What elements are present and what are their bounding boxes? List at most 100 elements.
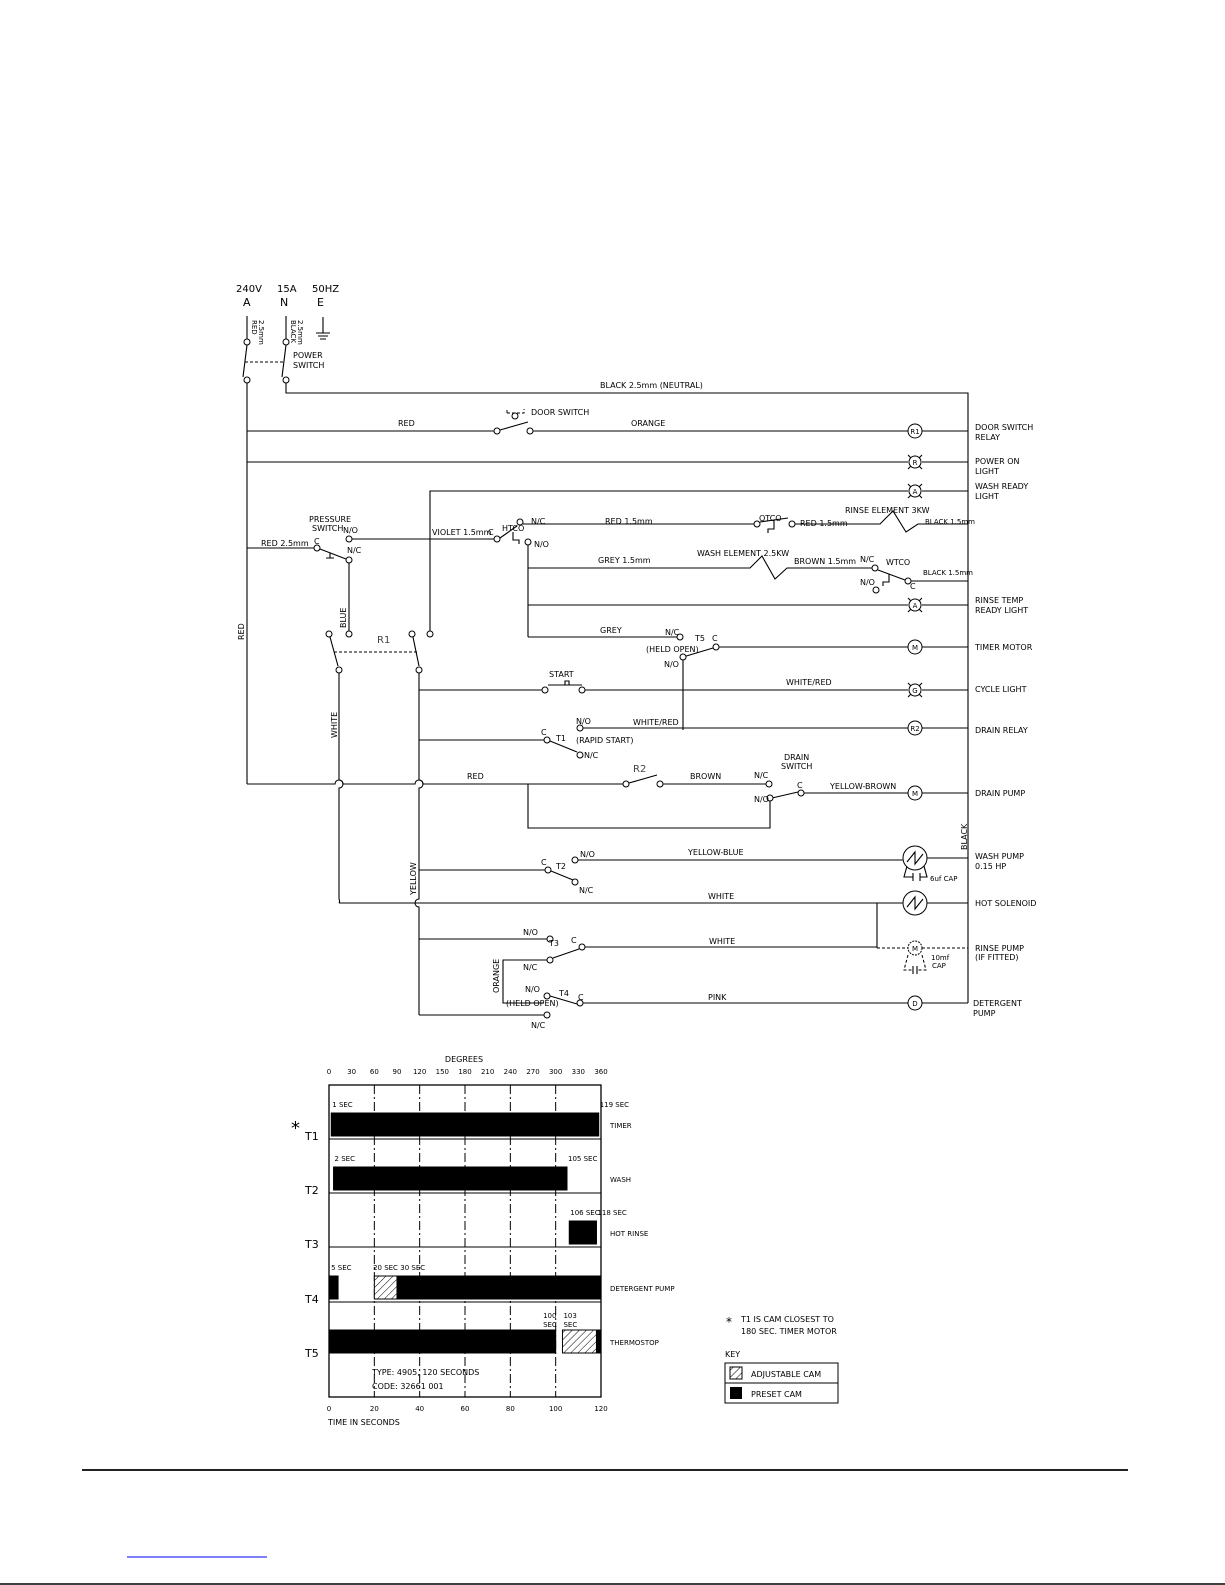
- rapid-start-label: (RAPID START): [576, 736, 634, 745]
- red-25-label: RED 2.5mm: [261, 539, 309, 548]
- load-label-line2: (IF FITTED): [975, 953, 1019, 962]
- no-label: N/O: [576, 717, 591, 726]
- preset-cam-segment: [330, 1112, 600, 1137]
- cam-function-label: WASH: [610, 1176, 631, 1184]
- c-label: C: [578, 993, 584, 1002]
- terminals: [243, 338, 912, 1019]
- cam-time-label: 1 SEC: [332, 1101, 353, 1109]
- key-title: KEY: [725, 1350, 740, 1359]
- start-button-label: START: [549, 670, 574, 679]
- preset-cam-segment: [328, 1329, 557, 1354]
- t1-marker: *: [291, 1118, 300, 1139]
- r1-relay-label: R1: [377, 635, 390, 646]
- load-detergent-pump: DETERGENT: [973, 999, 1022, 1008]
- c-label: C: [541, 728, 547, 737]
- key-adjustable: ADJUSTABLE CAM: [751, 1370, 821, 1379]
- pink-wire-label: PINK: [708, 993, 727, 1002]
- no-label: N/O: [664, 660, 679, 669]
- cam-label: T3: [304, 1238, 319, 1251]
- black-size-label: 2.5mm: [296, 320, 304, 345]
- c-label: C: [910, 582, 916, 591]
- cam-time-label: 20 SEC: [373, 1264, 398, 1272]
- white-red-label: WHITE/RED: [786, 678, 832, 687]
- power-on-lamp: R: [907, 454, 923, 470]
- cam-time-label: SEC: [543, 1321, 557, 1329]
- red-drain-label: RED: [467, 772, 484, 781]
- cam-time-label: 118 SEC: [597, 1209, 626, 1217]
- preset-swatch: [730, 1387, 742, 1399]
- orange-vertical-label: ORANGE: [492, 959, 501, 993]
- cam-time-label: 5 SEC: [331, 1264, 352, 1272]
- rinse-temp-lamp: A: [907, 597, 923, 613]
- no-label: N/O: [343, 526, 358, 535]
- time-tick-label: 40: [415, 1405, 424, 1413]
- load-hot-solenoid: HOT SOLENOID: [975, 899, 1036, 908]
- earth-terminal: E: [317, 296, 324, 309]
- orange-wire-label: ORANGE: [631, 419, 665, 428]
- red-size-label: 2.5mm: [257, 320, 265, 345]
- nc-label: N/C: [347, 546, 362, 555]
- power-switch-label-2: SWITCH: [293, 361, 324, 370]
- cam-time-label: 100: [543, 1312, 556, 1320]
- active-terminal: A: [243, 296, 251, 309]
- svg-text:A: A: [913, 488, 918, 496]
- load-power-on-light: POWER ON: [975, 457, 1019, 466]
- yellow-vertical-label: YELLOW: [409, 862, 418, 896]
- c-label: C: [712, 634, 718, 643]
- brown-15-label: BROWN 1.5mm: [794, 557, 856, 566]
- type-line: TYPE: 4905, 120 SECONDS: [371, 1368, 479, 1377]
- neutral-terminal: N: [280, 296, 288, 309]
- load-label-line2: RELAY: [975, 433, 1000, 442]
- cam-label: T5: [304, 1347, 319, 1360]
- rinse-pump-motor: M: [907, 940, 923, 956]
- door-switch-label: DOOR SWITCH: [531, 408, 589, 417]
- cam-function-label: DETERGENT PUMP: [610, 1285, 675, 1293]
- degree-tick-label: 90: [393, 1068, 402, 1076]
- degree-tick-label: 300: [549, 1068, 562, 1076]
- degree-tick-label: 360: [594, 1068, 607, 1076]
- c-label: C: [541, 858, 547, 867]
- svg-text:R1: R1: [910, 428, 919, 436]
- grey-wire-label: GREY: [600, 626, 622, 635]
- brown-wire-label: BROWN: [690, 772, 721, 781]
- degree-tick-label: 180: [458, 1068, 471, 1076]
- load-label-line2: READY LIGHT: [975, 606, 1028, 615]
- time-tick-label: 100: [549, 1405, 562, 1413]
- load-wash-ready-light: WASH READY: [975, 482, 1028, 491]
- note-line-2: 180 SEC. TIMER MOTOR: [741, 1327, 837, 1336]
- adjustable-cam-segment: [561, 1329, 597, 1354]
- black-wire-label: BLACK: [289, 320, 297, 343]
- svg-text:R: R: [913, 459, 918, 467]
- degree-tick-label: 330: [572, 1068, 585, 1076]
- time-tick-label: 120: [594, 1405, 607, 1413]
- grey-15-label: GREY 1.5mm: [598, 556, 651, 565]
- cam-time-label: SEC: [563, 1321, 577, 1329]
- load-timer-motor: TIMER MOTOR: [974, 643, 1033, 652]
- t1-label: T1: [555, 734, 566, 743]
- svg-text:A: A: [913, 602, 918, 610]
- cam-time-label: 106 SEC: [570, 1209, 599, 1217]
- drain-switch-label-2: SWITCH: [781, 762, 812, 771]
- degree-tick-label: 60: [370, 1068, 379, 1076]
- cam-function-label: HOT RINSE: [610, 1230, 648, 1238]
- otco-label: OTCO: [759, 514, 782, 523]
- wiring: [242, 316, 969, 1019]
- red-15-label: RED 1.5mm: [605, 517, 653, 526]
- pressure-switch-label: PRESSURE: [309, 515, 351, 524]
- drain-pump-motor: M: [907, 785, 923, 801]
- no-label: N/O: [523, 928, 538, 937]
- detergent-pump-motor: D: [907, 995, 923, 1011]
- wash-element-label: WASH ELEMENT 2.5KW: [697, 549, 789, 558]
- time-tick-label: 0: [327, 1405, 331, 1413]
- cycle-lamp: G: [907, 682, 923, 698]
- c-label: C: [488, 528, 494, 537]
- neutral-wire-label: BLACK 2.5mm (NEUTRAL): [600, 381, 703, 390]
- rinse-element-label: RINSE ELEMENT 3KW: [845, 506, 930, 515]
- degree-tick-label: 30: [347, 1068, 356, 1076]
- degree-tick-label: 270: [526, 1068, 539, 1076]
- cam-label: T2: [304, 1184, 319, 1197]
- drain-relay-coil: R2: [907, 720, 923, 736]
- red-vertical-label: RED: [237, 623, 246, 640]
